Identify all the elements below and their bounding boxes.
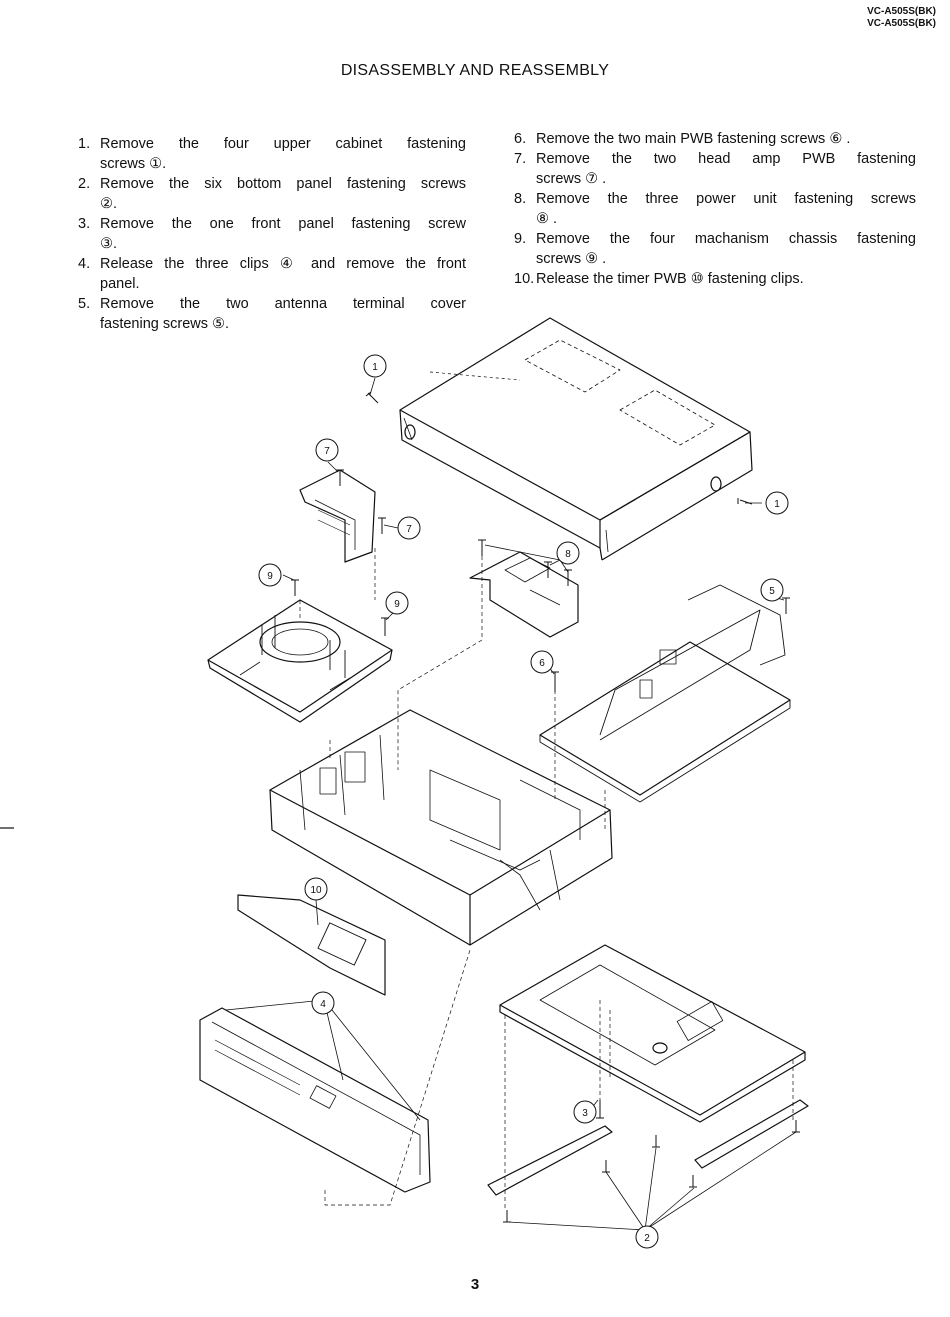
steps-left-column: 1. Remove the four upper cabinet fasteni… — [78, 134, 466, 334]
timer-pwb — [237, 894, 386, 996]
step-text: Release the timer PWB ⑩ fastening clips. — [536, 271, 804, 287]
steps-right-column: 6. Remove the two main PWB fastening scr… — [514, 129, 916, 289]
callout-label: 7 — [324, 446, 330, 457]
main-chassis — [269, 709, 613, 946]
callout-label: 5 — [769, 586, 775, 597]
step-number: 3. — [78, 216, 91, 232]
callout-label: 9 — [394, 599, 400, 610]
step-5: 5. Remove the two antenna terminal cover… — [78, 294, 466, 334]
step-6: 6. Remove the two main PWB fastening scr… — [514, 129, 916, 149]
step-text: ②. — [100, 196, 118, 212]
power-unit — [469, 551, 579, 638]
step-1: 1. Remove the four upper cabinet fasteni… — [78, 134, 466, 174]
callout-labels: 1 1 7 7 9 9 8 6 5 10 4 3 2 — [267, 362, 780, 1244]
callout-9b — [385, 591, 409, 615]
callout-label: 9 — [267, 571, 273, 582]
step-number: 10. — [514, 271, 535, 287]
step-text: ⑧ . — [536, 211, 558, 227]
mechanism-chassis — [207, 599, 393, 723]
step-text: Remove the four upper cabinet fastening — [100, 136, 466, 152]
model-number-line-1: VC-A505S(BK) — [867, 6, 936, 17]
upper-cabinet — [399, 317, 753, 561]
step-2: 2. Remove the six bottom panel fastening… — [78, 174, 466, 214]
step-number: 6. — [514, 131, 527, 147]
callout-6 — [530, 650, 554, 674]
callout-1a — [363, 354, 387, 378]
callout-1b — [765, 491, 789, 515]
step-text: Remove the two head amp PWB fastening — [536, 151, 916, 167]
front-panel — [199, 1007, 431, 1193]
callout-9a — [258, 563, 282, 587]
step-3: 3. Remove the one front panel fastening … — [78, 214, 466, 254]
step-text: panel. — [100, 276, 140, 292]
callout-label: 1 — [372, 362, 378, 373]
callout-4 — [311, 991, 335, 1015]
step-number: 2. — [78, 176, 91, 192]
callout-label: 4 — [320, 999, 326, 1010]
step-text: ③. — [100, 236, 118, 252]
callout-label: 10 — [310, 885, 322, 896]
step-7: 7. Remove the two head amp PWB fastening… — [514, 149, 916, 189]
callout-2 — [635, 1225, 659, 1249]
callout-3 — [573, 1100, 597, 1124]
step-number: 7. — [514, 151, 527, 167]
callout-8 — [556, 541, 580, 565]
callout-7a — [315, 438, 339, 462]
step-9: 9. Remove the four machanism chassis fas… — [514, 229, 916, 269]
step-number: 4. — [78, 256, 91, 272]
step-number: 8. — [514, 191, 527, 207]
screws — [291, 391, 800, 1223]
callout-label: 3 — [582, 1108, 588, 1119]
main-pwb — [539, 584, 791, 803]
callout-label: 8 — [565, 549, 571, 560]
step-text: Release the three clips ④ and remove the… — [100, 256, 466, 272]
bottom-panel — [487, 944, 809, 1196]
step-8: 8. Remove the three power unit fastening… — [514, 189, 916, 229]
leader-lines — [225, 377, 797, 1231]
step-text: Remove the six bottom panel fastening sc… — [100, 176, 466, 192]
alignment-lines — [299, 548, 794, 1210]
step-number: 1. — [78, 136, 91, 152]
step-number: 9. — [514, 231, 527, 247]
callout-circles — [258, 354, 789, 1249]
model-number-line-2: VC-A505S(BK) — [867, 18, 936, 29]
step-10: 10. Release the timer PWB ⑩ fastening cl… — [514, 269, 916, 289]
step-text: screws ⑨ . — [536, 251, 607, 267]
callout-label: 2 — [644, 1233, 650, 1244]
callout-7b — [397, 516, 421, 540]
step-text: screws ⑦ . — [536, 171, 607, 187]
callout-label: 1 — [774, 499, 780, 510]
step-text: Remove the two main PWB fastening screws… — [536, 131, 851, 147]
step-number: 5. — [78, 296, 91, 312]
head-amp-pwb — [299, 469, 376, 563]
callout-label: 7 — [406, 524, 412, 535]
step-4: 4. Release the three clips ④ and remove … — [78, 254, 466, 294]
step-text: screws ①. — [100, 156, 167, 172]
step-text: Remove the three power unit fastening sc… — [536, 191, 916, 207]
page-number: 3 — [470, 1276, 480, 1293]
step-text: Remove the two antenna terminal cover — [100, 296, 466, 312]
callout-10 — [304, 877, 328, 901]
callout-label: 6 — [539, 658, 545, 669]
step-text: fastening screws ⑤. — [100, 316, 230, 332]
step-text: Remove the one front panel fastening scr… — [100, 216, 466, 232]
step-text: Remove the four machanism chassis fasten… — [536, 231, 916, 247]
page-title: DISASSEMBLY AND REASSEMBLY — [340, 62, 610, 79]
callout-5 — [760, 578, 784, 602]
